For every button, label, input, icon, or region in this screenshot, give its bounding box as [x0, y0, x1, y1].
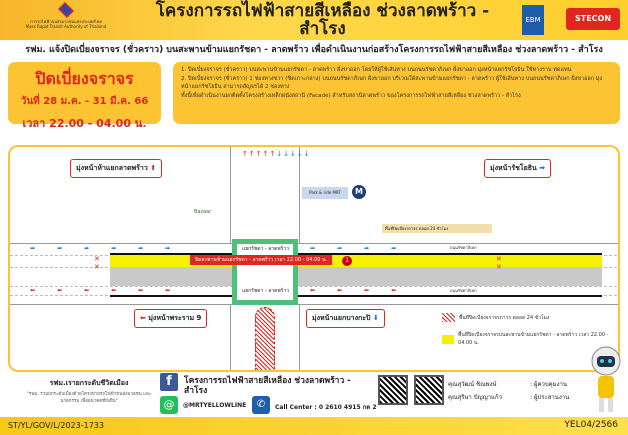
zone-24h-label: พื้นที่ปิดเบี่ยงจราจร ตลอด 24 ชั่วโมง — [382, 224, 492, 233]
closure-details: 1. ปิดเบี่ยงจราจร (ชั่วคราว) บนสะพานข้าม… — [173, 62, 620, 124]
legend-item-night: พื้นที่ปิดเบี่ยงจราจรบนสะพานข้ามแยกรัชดา… — [442, 331, 618, 347]
legend-item-permanent: พื้นที่ปิดเบี่ยงจราจรถาวร ตลอด 24 ชั่วโม… — [442, 313, 549, 322]
station-label: Park & ride MRT — [302, 187, 348, 199]
page-title: โครงการรถไฟฟ้าสายสีเหลือง ช่วงลาดพร้าว -… — [155, 1, 490, 39]
direction-rama9: ⬅ มุ่งหน้าพระราม 9 — [134, 309, 208, 328]
qr-code-1[interactable] — [378, 375, 408, 405]
direction-bangkapi: มุ่งหน้าแยกบางกะปิ ⬇ — [306, 309, 385, 328]
qr-code-2[interactable] — [414, 375, 444, 405]
detail-1: 1. ปิดเบี่ยงจราจร (ชั่วคราว) บนสะพานข้าม… — [181, 67, 572, 73]
traffic-map: แยกรัชดา - ลาดพร้าว แยกรัชดา - ลาดพร้าว … — [8, 145, 620, 372]
closure-summary: ปิดเบี่ยงจราจร วันที่ 28 ม.ค. - 31 มี.ค.… — [8, 62, 161, 130]
slogan-subtitle: "รฟม. ร่วมยกระดับเมืองด้วยโครงข่ายรถไฟฟ้… — [26, 392, 152, 404]
lane-arrows-top: ↑↑↑↑↑↓↓↓↓↓ — [242, 150, 311, 158]
subtitle: รฟม. แจ้งปิดเบี่ยงจราจร (ชั่วคราว) บนสะพ… — [25, 45, 603, 55]
detail-2: 2. ปิดเบี่ยงจราจร (ชั่วคราว) 1 ช่องทางขว… — [181, 75, 603, 91]
eastbound-arrows-west: ➡➡➡➡➡➡ — [30, 245, 193, 252]
reference-code: YEL04/2566 — [564, 420, 618, 430]
phone-icon: ✆ — [252, 396, 270, 414]
intersection-label-2: แยกรัชดา - ลาดพร้าว — [242, 288, 290, 294]
road-label-2: ถนนรัชดาภิเษก — [450, 288, 477, 293]
marker-1: 1 — [342, 256, 352, 266]
closure-time: เวลา 22.00 - 04.00 น. — [22, 117, 147, 130]
mrt-icon: M — [352, 185, 366, 199]
footer-bar: ST/YL/GOV/L/2023-1733 YEL04/2566 — [0, 417, 628, 435]
line-icon: @ — [160, 396, 178, 414]
closure-heading: ปิดเบี่ยงจราจร — [35, 69, 134, 88]
facebook-page[interactable]: โครงการรถไฟฟ้าสายสีเหลือง ช่วงลาดพร้าว -… — [184, 376, 351, 396]
median-zone — [110, 267, 602, 286]
intersection-label: แยกรัชดา - ลาดพร้าว — [242, 246, 290, 252]
detail-3: ทั้งนี้เพื่อดำเนินงานยกติดตั้งโครงสร้างเ… — [181, 92, 521, 99]
call-center: Call Center : 0 2610 4915 กด 2 — [275, 404, 377, 411]
westbound-arrows-west: ⬅⬅⬅⬅⬅⬅ — [30, 287, 193, 294]
contacts: คุณสุวัฒน์ ชิณพงษ์: ผู้ควบคุมงาน คุณสุริ… — [448, 381, 570, 401]
permanent-closure-zone — [255, 307, 275, 370]
stecon-logo: STECON — [566, 8, 620, 30]
ebm-logo: EBM — [522, 5, 544, 35]
closure-banner: ปิดสะพานข้ามแยกรัชดา - ลาดพร้าว เวลา 22.… — [190, 255, 332, 265]
westbound-arrows-east: ⬅⬅⬅⬅ — [310, 287, 419, 294]
direction-ratchayothin: มุ่งหน้ารัชโยธิน ➡ — [484, 159, 552, 178]
line-id[interactable]: @MRTYELLOWLINE — [183, 402, 247, 409]
night-closure-zone — [110, 254, 602, 267]
slogan: รฟม.เรายกระดับชีวิตเมือง "รฟม. ร่วมยกระด… — [20, 378, 158, 405]
eastbound-arrows-east: ➡➡➡➡ — [310, 245, 419, 252]
org-name-th: การรถไฟฟ้าขนส่งมวลชนแห่งประเทศไทย — [30, 19, 102, 24]
direction-ladprao: มุ่งหน้าห้าแยกลาดพร้าว ⬆ — [70, 159, 163, 178]
slogan-title: รฟม.เรายกระดับชีวิตเมือง — [49, 379, 129, 387]
bazaar-logo: Bazaar — [194, 209, 212, 215]
org-name-en: Mass Rapid Transit Authority of Thailand — [25, 24, 107, 29]
closure-dates: วันที่ 28 ม.ค. - 31 มี.ค. 66 — [20, 96, 149, 107]
road-label: ถนนรัชดาภิเษก — [450, 245, 477, 250]
intersection-box — [232, 239, 298, 305]
mascot-icon — [591, 346, 621, 412]
facebook-icon: f — [160, 373, 178, 391]
document-code: ST/YL/GOV/L/2023-1733 — [8, 421, 104, 430]
